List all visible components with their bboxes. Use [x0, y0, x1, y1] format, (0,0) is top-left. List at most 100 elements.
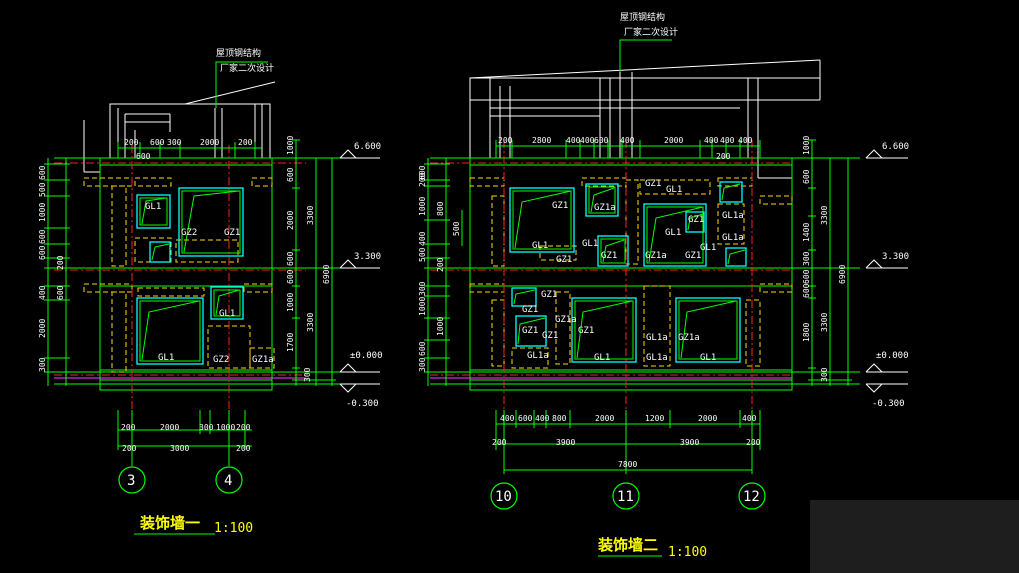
dim-right-total-2: 6900 [838, 265, 847, 284]
dim-right-a-1-7: 300 [303, 367, 312, 382]
dim-top-1-1: 600 [150, 138, 165, 147]
dim-total-2: 7800 [618, 460, 637, 469]
opening-1c [149, 241, 171, 263]
dim-bottom-2-5: 1200 [645, 414, 664, 423]
dim-right-b-2-0: 3300 [820, 206, 829, 225]
dim-bottom-2-2: 400 [535, 414, 550, 423]
level-2-1: 3.300 [882, 252, 909, 262]
dim-bottom-1-0: 200 [121, 423, 136, 432]
dim-right-a-1-0: 1000 [286, 136, 295, 155]
label-2-1: GZ1a [594, 203, 616, 213]
dim-right-a-2-0: 1000 [802, 136, 811, 155]
dim-top-2-6: 2000 [664, 136, 683, 145]
dim-bottom-1-4: 200 [236, 423, 251, 432]
level-1-0: 6.600 [354, 142, 381, 152]
dim-right-a-1-2: 2000 [286, 211, 295, 230]
label-2-20: GL1a [646, 353, 668, 363]
note-roof-steel-2: 屋顶钢结构 [620, 11, 665, 23]
opening-inner-frames-1 [139, 190, 241, 362]
axis-bubbles-2 [490, 482, 766, 510]
dim-top-1-4: 200 [238, 138, 253, 147]
dim-left-2-4: 400 [418, 231, 427, 246]
label-1-3: GL1 [219, 309, 235, 319]
dim-left-2-9: 1000 [436, 317, 445, 336]
opening-2f [685, 211, 705, 233]
dim-right-a-2-2: 1400 [802, 223, 811, 242]
elevation-drawing-2 [424, 39, 908, 557]
dim-right-a-2-7: 300 [820, 367, 829, 382]
label-1-6: GZ1a [252, 355, 274, 365]
dim-horizontal-lines-1 [117, 142, 262, 466]
dim-bottom-2-3: 800 [552, 414, 567, 423]
dim-left-inner-2: 500 [452, 221, 461, 236]
dim-left-2-6: 200 [436, 257, 445, 272]
axis-label-3: 3 [127, 473, 135, 489]
opening-2a [509, 187, 575, 253]
dim-horizontal-lines-2 [495, 140, 761, 474]
dim-top-2-3: 400 [580, 136, 595, 145]
dim-bottom-2-6: 2000 [698, 414, 717, 423]
axis-lines-1 [54, 145, 306, 420]
dim-bottom-total-end-1: 200 [236, 444, 251, 453]
level-markers-2 [865, 149, 908, 393]
level-1-1: 3.300 [354, 252, 381, 262]
label-2-21: GL1 [594, 353, 610, 363]
label-1-2: GZ1 [224, 228, 240, 238]
dim-top2-2: 200 [716, 152, 731, 161]
note-vendor-design-2: 厂家二次设计 [624, 26, 678, 38]
texts-drawing-2: 屋顶钢结构 厂家二次设计 200 2800 400 400 600 400 20… [418, 11, 909, 560]
dim-left-2-2: 1000 [418, 197, 427, 216]
dim-left-lines-1 [44, 158, 70, 386]
drawing-title-1: 装饰墙一 [139, 514, 200, 532]
label-2-22: GZ1 [542, 331, 558, 341]
label-1-5: GZ2 [213, 355, 229, 365]
dim-right-b-1-0: 3300 [306, 206, 315, 225]
dim-left-lines-2 [424, 158, 463, 386]
label-2-16: GL1a [527, 351, 549, 361]
dim-bottom-2-1: 600 [518, 414, 533, 423]
dim-left-1-9: 300 [38, 357, 47, 372]
note-leader-1 [215, 61, 268, 108]
opening-2d [719, 181, 743, 203]
axis-bubble-12 [738, 482, 766, 510]
dim-bottom-2-4: 2000 [595, 414, 614, 423]
dim-right-a-2-6: 1800 [802, 323, 811, 342]
opening-2i [515, 315, 547, 347]
dim-left-1-2: 1000 [38, 203, 47, 222]
dim-bottom-1-3: 1000 [216, 423, 235, 432]
dim-total-1: 3000 [170, 444, 189, 453]
dim-top-2-5: 400 [620, 136, 635, 145]
label-2-24: GZ1 [522, 305, 538, 315]
label-2-19: GZ1a [678, 333, 700, 343]
dim-right-total-1: 6900 [322, 265, 331, 284]
dim-right-a-2-4: 600 [802, 269, 811, 284]
dim-left-2-10: 600 [418, 341, 427, 356]
dim-top-1-3: 2000 [200, 138, 219, 147]
note-leader-2 [619, 39, 672, 72]
label-2-10: GZ1 [601, 251, 617, 261]
label-2-4: GL1 [532, 241, 548, 251]
dim-bottom2-2-3: 200 [746, 438, 761, 447]
wall-outline-1 [54, 157, 342, 391]
drawing-scale-2: 1:100 [668, 545, 707, 560]
label-2-25: GL1 [665, 228, 681, 238]
dim-top-2-8: 400 [720, 136, 735, 145]
axis-label-11: 11 [617, 489, 634, 505]
dim-top-1-2: 300 [167, 138, 182, 147]
dim-top-1-0: 200 [124, 138, 139, 147]
opening-1a [136, 194, 171, 229]
level-2-2: ±0.000 [876, 351, 909, 361]
dim-right-a-1-4: 600 [286, 269, 295, 284]
label-2-23: GL1 [700, 353, 716, 363]
level-markers-1 [339, 149, 380, 393]
dim-left-2-5: 500 [418, 247, 427, 262]
dim-left-2-7: 300 [418, 281, 427, 296]
dim-left-1-1: 500 [38, 182, 47, 197]
dim-top-2-2: 400 [566, 136, 581, 145]
opening-1b [178, 187, 244, 257]
dim-left-2-0: 600 [418, 165, 427, 180]
dim-left-1-0: 600 [38, 165, 47, 180]
dim-right-a-1-1: 600 [286, 167, 295, 182]
axis-label-10: 10 [495, 489, 512, 505]
opening-2e [597, 235, 629, 267]
